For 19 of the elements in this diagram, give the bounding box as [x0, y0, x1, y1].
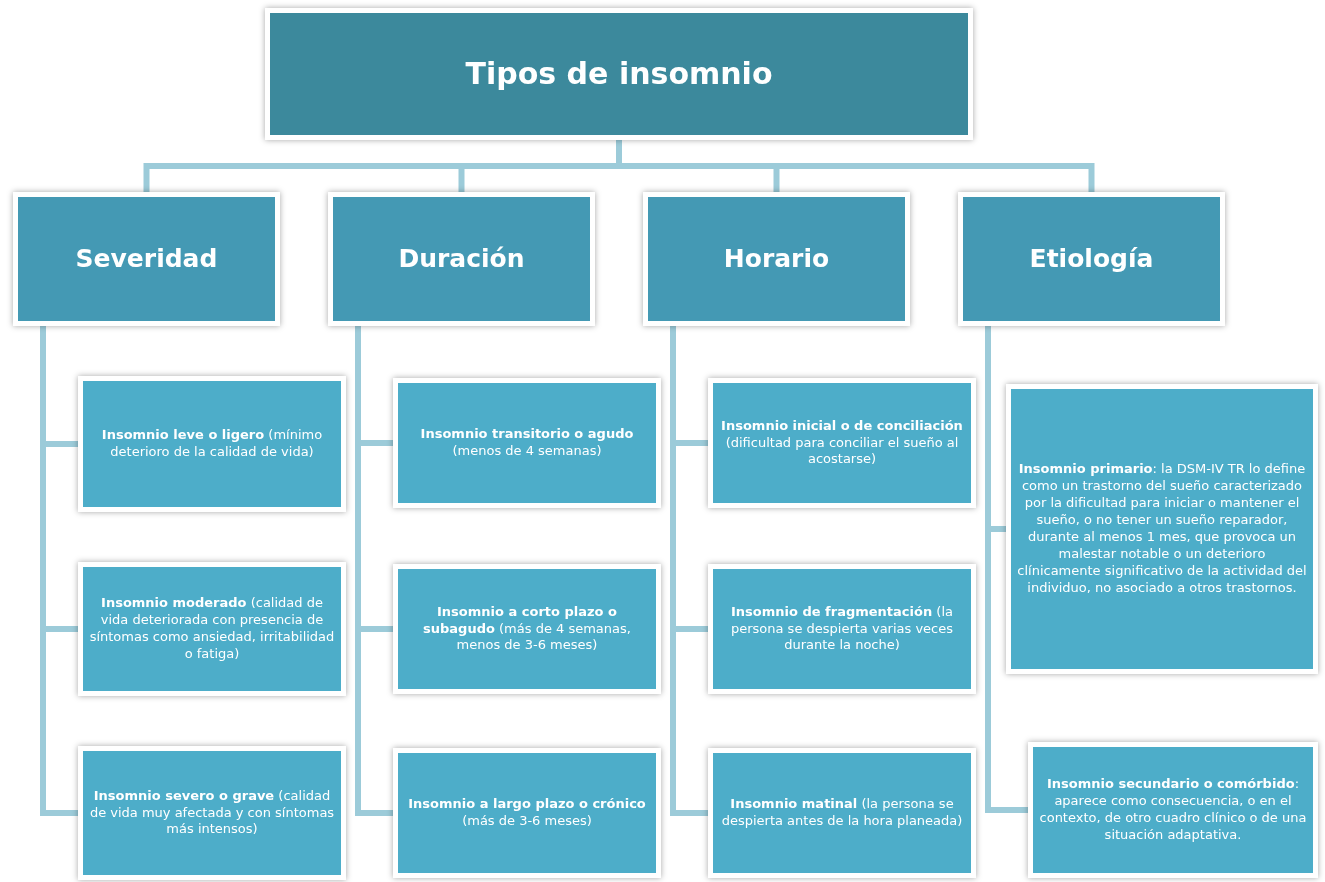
description-text: Insomnio secundario o comórbido: aparece como consecuencia, o en el contexto, de otro cuadro clínico o de una situación adaptativa. — [1039, 776, 1307, 844]
connector-line — [985, 326, 1028, 813]
connector-line — [355, 326, 393, 816]
title-text: Tipos de insomnio — [465, 56, 773, 92]
category-label: Duración — [398, 244, 525, 274]
description-text: Insomnio matinal (la persona se despierta antes de la hora planeada) — [720, 796, 964, 830]
description-text: Insomnio inicial o de conciliación (dificultad para conciliar el sueño al acostarse) — [720, 417, 964, 469]
connector-line — [670, 326, 708, 816]
category-label: Etiología — [1029, 244, 1154, 274]
description-text: Insomnio a largo plazo o crónico (más de 3-6 meses) — [407, 796, 647, 830]
description-text: Insomnio a corto plazo o subagudo (más de 4 semanas, menos de 3-6 meses) — [422, 603, 632, 655]
category-label: Severidad — [75, 244, 218, 274]
description-text: Insomnio de fragmentación (la persona se despierta varias veces durante la noche) — [729, 603, 955, 655]
description-text: Insomnio severo o grave (calidad de vida muy afectada y con síntomas más intensos) — [89, 787, 335, 839]
description-text: Insomnio transitorio o agudo (menos de 4 semanas) — [419, 426, 635, 460]
description-text: Insomnio leve o ligero (mínimo deterioro de la calidad de vida) — [100, 427, 324, 461]
description-text: Insomnio primario: la DSM-IV TR lo define como un trastorno del sueño caracterizado por la dificultad para iniciar o mantener el sueño, o no tener un sueño reparador, durante al menos 1 mes, que provoca un malestar notable o un deterioro clínicamente significativo de la actividad del individuo, no asociado a otros trastornos. — [1017, 461, 1307, 597]
description-text: Insomnio moderado (calidad de vida deteriorada con presencia de síntomas como ansiedad, irritabilidad o fatiga) — [89, 595, 335, 663]
category-label: Horario — [723, 244, 830, 274]
